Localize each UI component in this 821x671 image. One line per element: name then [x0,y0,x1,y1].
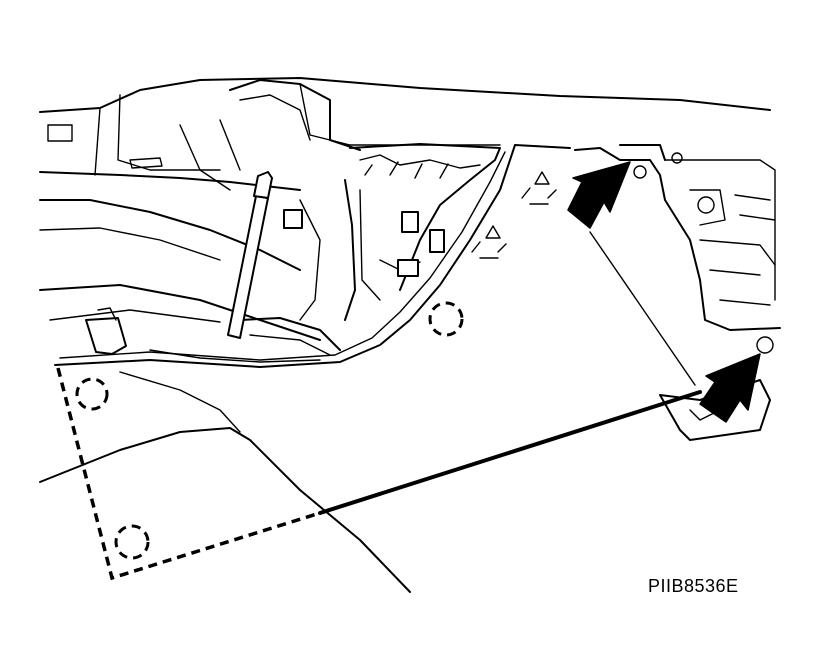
release-rod [227,171,273,339]
recycle-mark [521,171,557,205]
right-bracket-structure [574,144,781,441]
recycle-mark [471,225,507,259]
instrument-panel-structure [39,77,771,341]
upper-arrow-icon [567,161,631,229]
harness-and-bracket-area [149,143,501,363]
lower-cover-panel [39,144,702,593]
clip-marker [428,301,464,337]
clip-marker [75,377,109,411]
lower-arrow-icon [699,353,761,423]
figure-code: PIIB8536E [648,576,739,596]
clip-marker [114,524,150,560]
